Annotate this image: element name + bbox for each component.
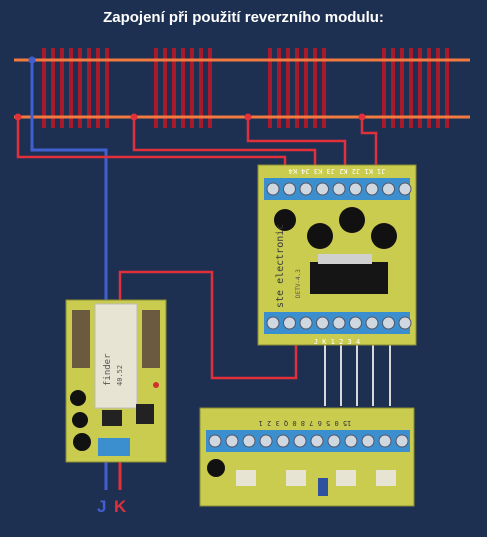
wire-section-2 (132, 117, 317, 175)
module-top-terminals: J1 K1 J2 K2 J3 K3 J4 K4 (289, 167, 386, 175)
track-sleeper (96, 48, 100, 128)
terminal-screw (378, 434, 392, 448)
terminal-screw (332, 182, 346, 196)
label-j: J (97, 497, 106, 516)
node-section-2 (130, 113, 138, 121)
node-section-1 (14, 113, 22, 121)
track-sleeper (154, 48, 158, 128)
track-sleeper (87, 48, 91, 128)
track-sleeper (60, 48, 64, 128)
track-sleeper (427, 48, 431, 128)
track-sleeper (445, 48, 449, 128)
terminal-screw (299, 182, 313, 196)
track-sleeper (382, 48, 386, 128)
terminal-screw (299, 316, 313, 330)
terminal-screw (225, 434, 239, 448)
track-sleeper (277, 48, 281, 128)
terminal-screw (327, 434, 341, 448)
terminal-screw (398, 316, 412, 330)
track-sleeper (69, 48, 73, 128)
track-sleeper (418, 48, 422, 128)
track-sleeper (163, 48, 167, 128)
track-sleeper (322, 48, 326, 128)
track-sleeper (208, 48, 212, 128)
decoder-terminals: 15 0 5 6 7 8 0 Q 3 2 1 (259, 419, 352, 427)
diagram-title: Zapojení při použití reverzního modulu: (103, 9, 384, 26)
terminal-screw (316, 316, 329, 330)
control-wires (324, 345, 391, 406)
track-sleeper (304, 48, 308, 128)
relay-model: 40.52 (116, 365, 124, 386)
track-sleeper (78, 48, 82, 128)
terminal-screw (293, 434, 307, 448)
module-brand: ste electronic (275, 224, 286, 308)
terminal-screw (349, 182, 362, 196)
wire-section-1 (16, 117, 287, 175)
track-sleeper (286, 48, 290, 128)
track-sleeper (391, 48, 395, 128)
terminal-screw (361, 434, 375, 448)
track-sleepers (42, 48, 449, 128)
track-sleeper (181, 48, 185, 128)
track-sleeper (190, 48, 194, 128)
terminal-screw (266, 316, 280, 330)
module-model: DETV-4.3 (295, 269, 302, 298)
node-section-3 (244, 113, 252, 121)
track-sleeper (313, 48, 317, 128)
terminal-screw (365, 316, 379, 330)
track-sleeper (436, 48, 440, 128)
terminal-screw (395, 434, 409, 448)
terminal-screw (283, 316, 296, 330)
module-bottom-terminals: J K 1 2 3 4 (314, 338, 360, 346)
terminal-screw (382, 316, 395, 330)
track-sleeper (172, 48, 176, 128)
track-sleeper (51, 48, 55, 128)
track-sleeper (268, 48, 272, 128)
reverse-module: ste electronic J1 K1 J2 K2 J3 K3 J4 K4 J… (257, 164, 417, 346)
decoder-board: 15 0 5 6 7 8 0 Q 3 2 1 (199, 407, 415, 507)
terminal-screw (349, 316, 362, 330)
terminal-screw (382, 182, 395, 196)
node-j-rail (28, 56, 36, 64)
relay-brand: finder (103, 353, 113, 386)
terminal-screw (259, 434, 273, 448)
track-sleeper (400, 48, 404, 128)
track-sleeper (409, 48, 413, 128)
terminal-screw (344, 434, 358, 448)
track-sleeper (295, 48, 299, 128)
terminal-screw (365, 182, 379, 196)
wire-j (30, 60, 108, 300)
label-k: K (114, 497, 127, 516)
relay-module: finder 40.52 (65, 299, 167, 463)
terminal-screw (208, 434, 222, 448)
terminal-screw (310, 434, 324, 448)
terminal-screw (332, 316, 346, 330)
track-sleeper (105, 48, 109, 128)
terminal-screw (276, 434, 290, 448)
track-sleeper (42, 48, 46, 128)
wire-k-link (118, 270, 298, 380)
wire-section-4 (360, 117, 378, 175)
terminal-screw (242, 434, 256, 448)
wire-section-3 (246, 117, 347, 175)
terminal-screw (266, 182, 280, 196)
track-sleeper (199, 48, 203, 128)
node-section-4 (358, 113, 366, 121)
terminal-screw (398, 182, 412, 196)
terminal-screw (316, 182, 329, 196)
terminal-screw (283, 182, 296, 196)
